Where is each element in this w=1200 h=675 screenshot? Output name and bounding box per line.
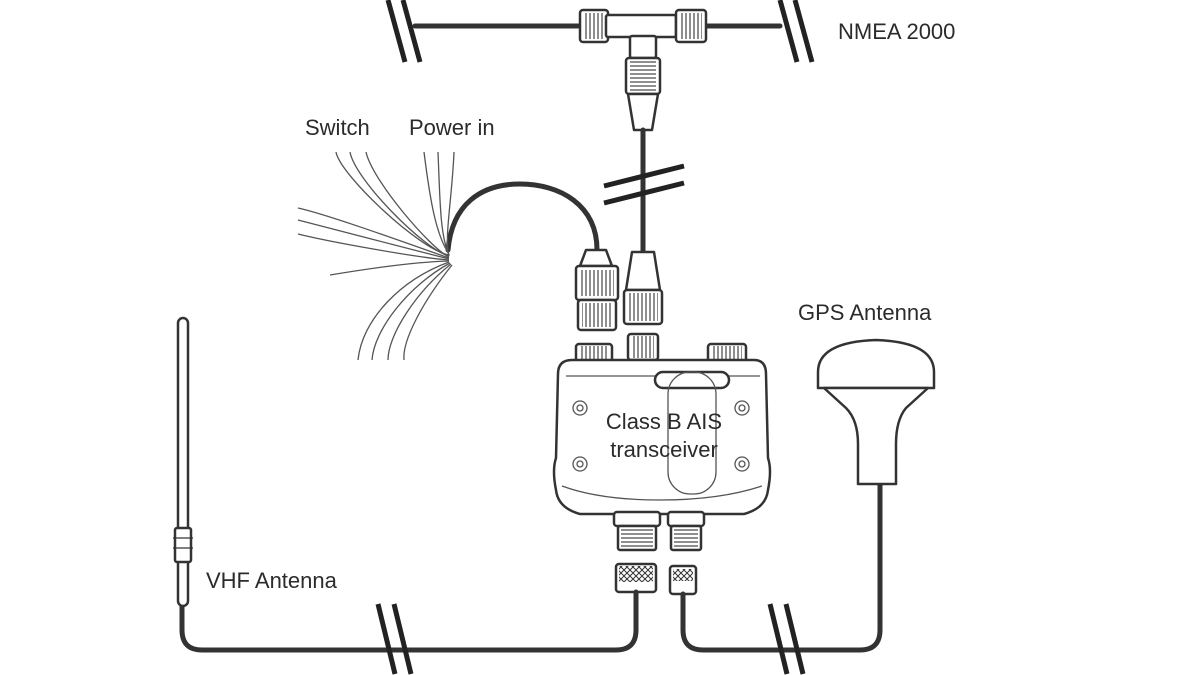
break-mark [792,0,815,63]
power-cable [445,181,620,332]
break-mark [767,603,790,675]
break-mark [603,163,685,189]
switch-label: Switch [305,115,370,140]
gps-antenna [816,338,936,486]
transceiver-label: Class B AIS transceiver [564,408,764,464]
break-mark [603,180,685,206]
power-switch-wires [297,151,455,361]
ais-transceiver [552,332,772,552]
break-mark [777,0,800,63]
transceiver-label-line1: Class B AIS [605,409,723,434]
vhf-antenna [173,316,193,608]
break-mark [385,0,408,63]
vhf-antenna-label: VHF Antenna [206,568,337,593]
nmea-drop-cable [603,56,685,326]
transceiver-label-line2: transceiver [610,437,718,462]
break-mark [391,603,414,675]
nmea2000-backbone [385,0,815,63]
gps-antenna-label: GPS Antenna [798,300,932,325]
power-in-label: Power in [409,115,495,140]
nmea2000-label: NMEA 2000 [838,19,956,44]
t-connector [578,8,708,60]
gps-cable [668,481,883,675]
break-mark [783,603,806,675]
break-mark [400,0,423,63]
break-mark [375,603,398,675]
vhf-cable [179,562,658,675]
